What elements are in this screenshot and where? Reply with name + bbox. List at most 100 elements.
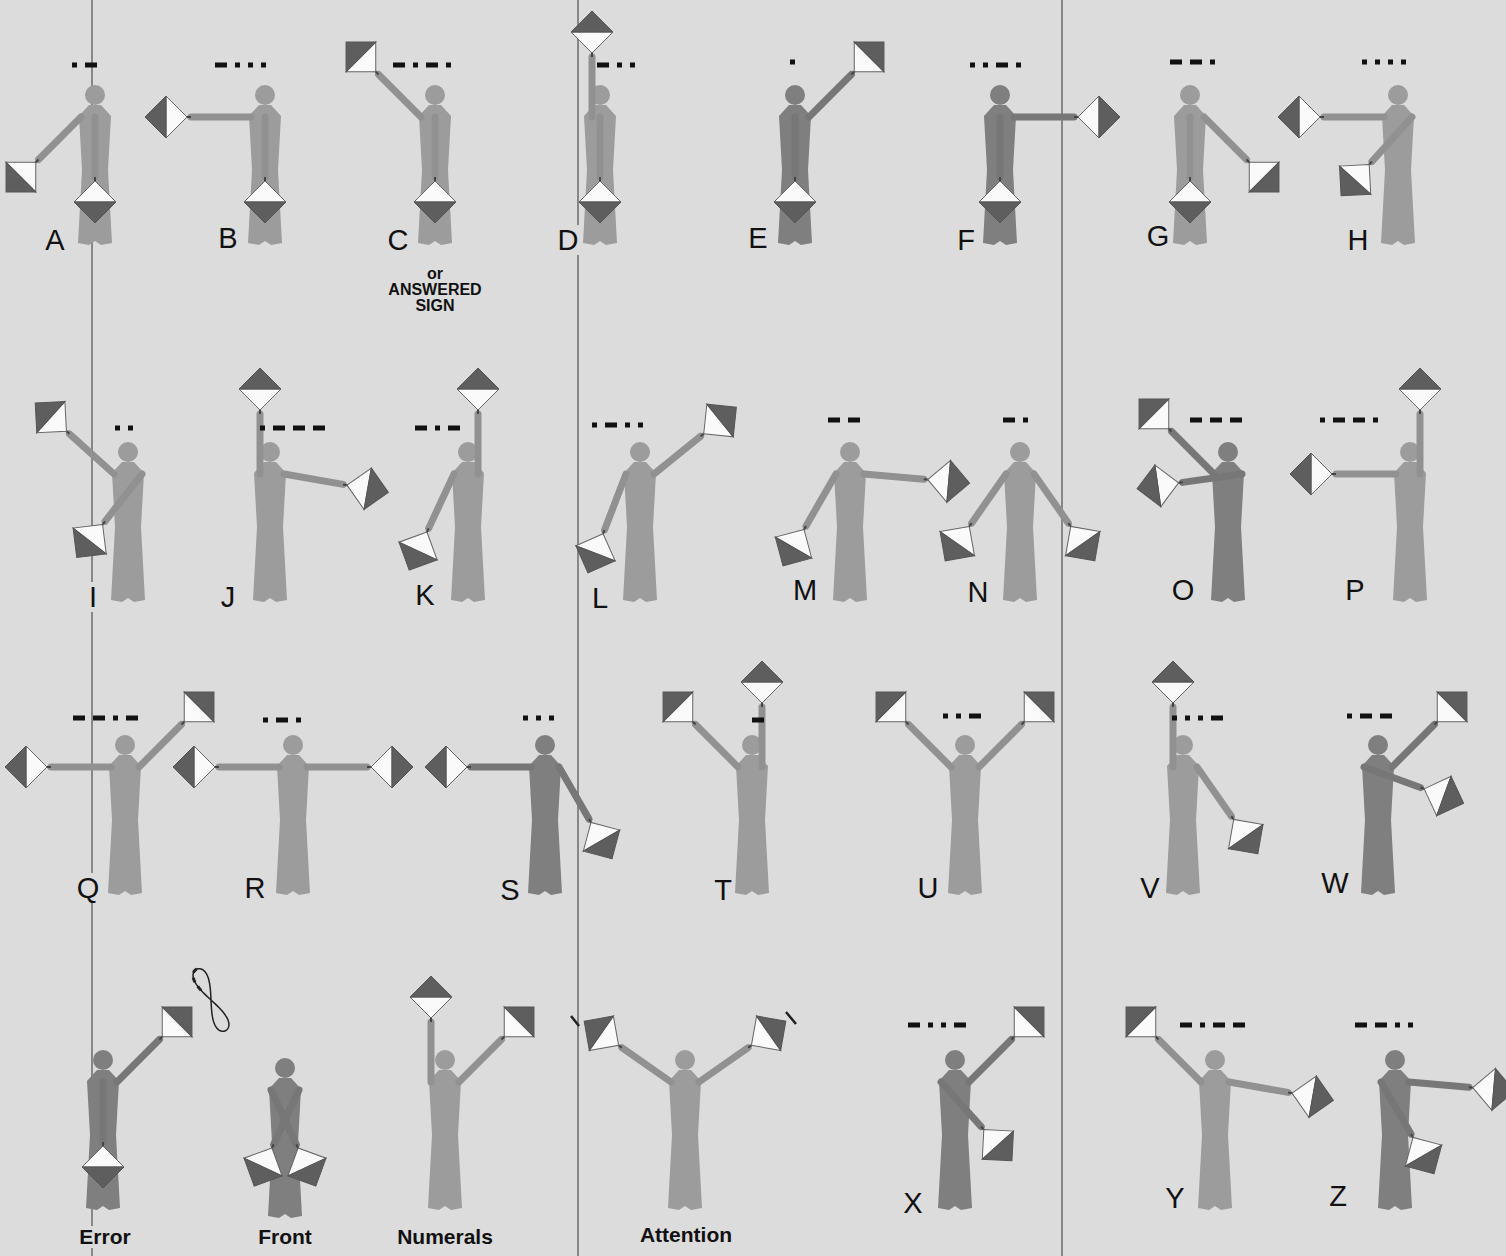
- morse-dot: [1373, 418, 1378, 423]
- morse-code: [215, 63, 266, 68]
- figure-body: [583, 105, 617, 245]
- morse-dash: [1190, 418, 1202, 423]
- signaller-figure: [979, 85, 1120, 245]
- semaphore-flag: [928, 514, 986, 572]
- flag-dark-half: [288, 1158, 335, 1195]
- flag-light-half: [579, 181, 621, 202]
- figure-arm: [1170, 707, 1177, 767]
- figure-body: [111, 462, 145, 602]
- flag-light-half: [571, 32, 613, 53]
- semaphore-flag: [861, 677, 920, 736]
- morse-dash: [273, 426, 285, 431]
- morse-dot: [536, 716, 541, 721]
- flag-light-half: [1299, 96, 1320, 138]
- morse-code: [1355, 1023, 1413, 1028]
- letter-label: T: [711, 875, 735, 905]
- semaphore-flag: [5, 746, 47, 788]
- semaphore-flag: [1111, 992, 1170, 1051]
- figure-arm: [100, 1082, 107, 1142]
- letter-label: W: [1318, 868, 1351, 898]
- figure-arm: [604, 474, 626, 530]
- semaphore-flag: [979, 181, 1021, 223]
- figure-body: [1166, 755, 1200, 895]
- morse-dot: [956, 714, 961, 719]
- morse-code: [1190, 418, 1242, 423]
- figure-arm: [597, 117, 604, 177]
- morse-dot: [1185, 716, 1190, 721]
- morse-dash: [1211, 716, 1223, 721]
- morse-dash: [93, 716, 105, 721]
- flag-dark-half: [571, 11, 613, 32]
- morse-code: [592, 423, 643, 428]
- morse-dash: [1170, 60, 1182, 65]
- flag-dark-half: [774, 202, 816, 223]
- morse-dash: [605, 423, 617, 428]
- morse-dash: [954, 1023, 966, 1028]
- morse-code: [1170, 60, 1215, 65]
- letter-label: U: [915, 873, 942, 903]
- morse-dot: [943, 714, 948, 719]
- signaller-figure: [1124, 384, 1245, 602]
- semaphore-flag: [1009, 677, 1068, 736]
- morse-dash: [393, 63, 405, 68]
- figure-head: [1218, 442, 1238, 462]
- figure-body: [428, 1070, 462, 1210]
- figure-arm: [257, 414, 264, 474]
- semaphore-flag: [648, 677, 707, 736]
- morse-code: [73, 716, 138, 721]
- figure-arm: [559, 767, 589, 819]
- figure-body: [1393, 462, 1427, 602]
- morse-dot: [115, 426, 120, 431]
- morse-dash: [126, 716, 138, 721]
- figure-head: [1205, 1050, 1225, 1070]
- flag-dark-half: [568, 546, 615, 581]
- flag-dark-half: [1099, 96, 1120, 138]
- flag-light-half: [414, 181, 456, 202]
- figure-arm: [139, 725, 181, 767]
- morse-dash: [276, 718, 288, 723]
- semaphore-flag: [21, 387, 80, 446]
- flag-dark-half: [583, 830, 630, 869]
- figure-head: [425, 85, 445, 105]
- morse-dash: [1375, 1023, 1387, 1028]
- flag-dark-half: [1399, 368, 1441, 389]
- morse-code: [393, 63, 451, 68]
- signaller-figure: [1152, 661, 1275, 895]
- divider-line: [1062, 0, 1063, 1256]
- semaphore-flag: [1169, 181, 1211, 223]
- semaphore-flag: [390, 523, 446, 579]
- figure-head: [85, 85, 105, 105]
- morse-dot: [970, 63, 975, 68]
- figure-head: [535, 735, 555, 755]
- letter-label: F: [954, 225, 978, 255]
- figure-head: [275, 1058, 295, 1078]
- semaphore-flag: [691, 391, 750, 450]
- morse-dot: [128, 426, 133, 431]
- morse-dot: [617, 63, 622, 68]
- flag-dark-half: [1229, 825, 1275, 866]
- letter-label: N: [965, 577, 992, 607]
- morse-code: [597, 63, 635, 68]
- flag-dark-half: [1278, 96, 1299, 138]
- flag-dark-half: [21, 387, 65, 432]
- morse-dash: [415, 426, 427, 431]
- flag-dark-half: [0, 162, 36, 207]
- morse-dot: [1347, 714, 1352, 719]
- flag-light-half: [1169, 181, 1211, 202]
- letter-label: Q: [74, 873, 103, 903]
- signaller-figure: [5, 677, 229, 895]
- flag-light-half: [26, 746, 47, 788]
- flag-dark-half: [707, 391, 750, 437]
- flag-dark-half: [1437, 776, 1471, 823]
- signal-label: Numerals: [394, 1226, 496, 1248]
- signaller-figure: [239, 368, 392, 602]
- flag-light-half: [82, 1146, 124, 1167]
- semaphore-flag: [739, 1004, 797, 1062]
- figure-body: [623, 462, 657, 602]
- figure-arm: [117, 1040, 159, 1082]
- letter-label: E: [745, 223, 770, 253]
- figure-arm: [1187, 117, 1194, 177]
